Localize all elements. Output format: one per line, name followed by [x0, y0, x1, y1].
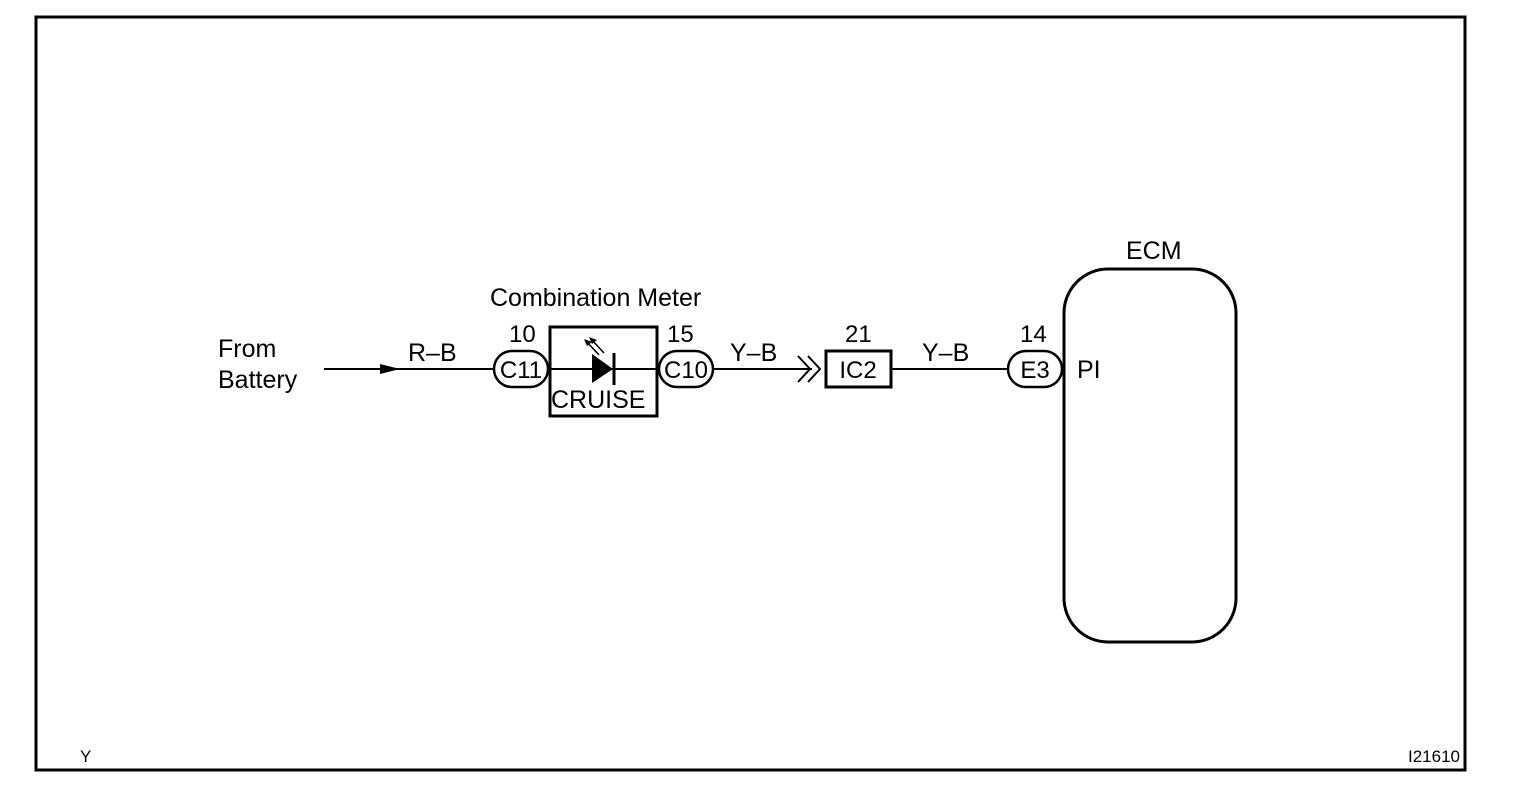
wire-color-rb: R–B [408, 339, 457, 367]
cruise-indicator-label: CRUISE [551, 386, 645, 414]
source-label-from: From [218, 335, 276, 363]
connector-ic2-label: IC2 [839, 357, 876, 384]
connector-e3-label: E3 [1020, 357, 1049, 384]
ecm-title: ECM [1126, 237, 1182, 265]
connector-c11-label: C11 [500, 357, 542, 384]
inline-connector-chevron-icon [797, 355, 822, 383]
arrow-right-icon [380, 364, 400, 374]
figure-id: I21610 [1408, 747, 1460, 766]
diagram-border [34, 15, 1467, 772]
meter-output-pin: 15 [667, 321, 694, 348]
ecm-pin: 14 [1020, 321, 1047, 348]
ecm-terminal-label: PI [1077, 356, 1101, 384]
ecm-box [1062, 267, 1238, 644]
meter-input-pin: 10 [509, 321, 536, 348]
footer-code: Y [80, 747, 91, 766]
wire-color-yb-2: Y–B [922, 339, 969, 367]
combination-meter-title: Combination Meter [490, 284, 701, 312]
connector-c10-label: C10 [664, 357, 708, 384]
wire-color-yb-1: Y–B [730, 339, 777, 367]
junction-pin: 21 [845, 321, 872, 348]
source-label-battery: Battery [218, 366, 298, 394]
connector-e3 [1006, 349, 1064, 389]
led-icon [584, 337, 616, 385]
connector-c11 [492, 349, 550, 389]
combination-meter-box [548, 325, 659, 418]
